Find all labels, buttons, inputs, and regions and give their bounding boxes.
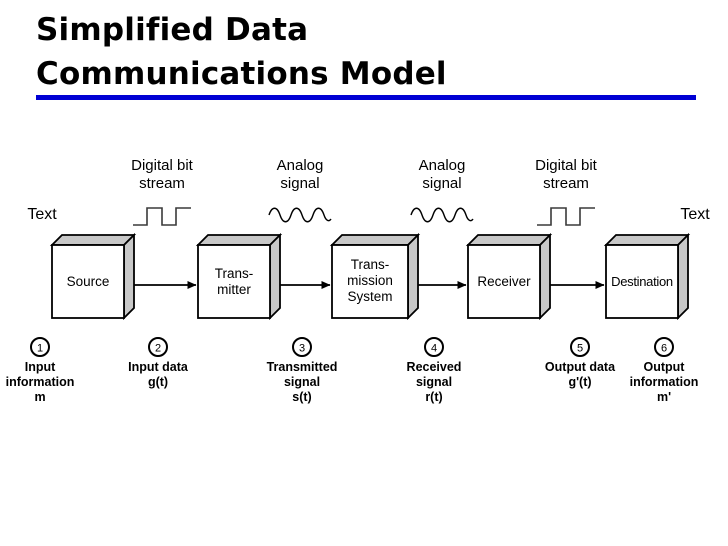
box-label-destination: Destination bbox=[611, 274, 673, 289]
svg-text:1: 1 bbox=[37, 343, 43, 355]
caption-4-text: Received signal r(t) bbox=[406, 360, 462, 404]
title-line-2: Communications Model bbox=[36, 56, 447, 92]
svg-text:5: 5 bbox=[577, 343, 583, 355]
box-label-source: Source bbox=[66, 274, 110, 289]
svg-text:6: 6 bbox=[661, 343, 667, 355]
signal-label-digital-right-line2: stream bbox=[543, 175, 589, 192]
caption-3-text: Transmitted signal s(t) bbox=[266, 360, 338, 404]
number-badge-6: 6 bbox=[654, 337, 674, 357]
sine-wave-icon-left bbox=[268, 207, 332, 223]
box-label-transmission-system: Trans- mission System bbox=[347, 257, 393, 304]
number-badge-4: 4 bbox=[424, 337, 444, 357]
square-wave-icon-left bbox=[133, 207, 191, 226]
caption-2-text: Input data g(t) bbox=[128, 360, 188, 389]
text-label-left: Text bbox=[27, 206, 57, 223]
number-badge-1: 1 bbox=[30, 337, 50, 357]
caption-5-text: Output data g'(t) bbox=[544, 360, 616, 389]
sine-wave-icon-right bbox=[410, 207, 474, 223]
box-label-receiver: Receiver bbox=[477, 274, 531, 289]
caption-6-text: Output information m' bbox=[629, 360, 699, 404]
signal-label-analog-left-line1: Analog bbox=[276, 157, 324, 174]
box-receiver[interactable] bbox=[465, 232, 553, 321]
signal-label-digital-right-line1: Digital bit bbox=[535, 157, 597, 174]
signal-label-digital-left-line2: stream bbox=[139, 175, 185, 192]
square-wave-icon-right bbox=[537, 207, 595, 226]
svg-text:3: 3 bbox=[299, 343, 305, 355]
signal-label-analog-left-line2: signal bbox=[280, 175, 320, 192]
box-source[interactable] bbox=[49, 232, 137, 321]
box-transmitter[interactable] bbox=[195, 232, 283, 321]
signal-label-analog-right-line2: signal bbox=[422, 175, 462, 192]
signal-label-digital-left-line1: Digital bit bbox=[131, 157, 193, 174]
caption-1-text: Input information m bbox=[5, 360, 75, 404]
text-label-right: Text bbox=[680, 206, 710, 223]
signal-label-analog-right-line1: Analog bbox=[418, 157, 466, 174]
box-label-transmitter: Trans- mitter bbox=[214, 266, 254, 297]
svg-text:4: 4 bbox=[431, 343, 437, 355]
box-transmission-system[interactable] bbox=[329, 232, 421, 321]
title-line-1: Simplified Data bbox=[36, 12, 309, 48]
title-underline-rule bbox=[36, 95, 696, 100]
svg-text:2: 2 bbox=[155, 343, 161, 355]
number-badge-3: 3 bbox=[292, 337, 312, 357]
box-destination[interactable] bbox=[603, 232, 691, 321]
page-title: Simplified Data Communications Model bbox=[36, 8, 696, 96]
number-badge-2: 2 bbox=[148, 337, 168, 357]
number-badge-5: 5 bbox=[570, 337, 590, 357]
